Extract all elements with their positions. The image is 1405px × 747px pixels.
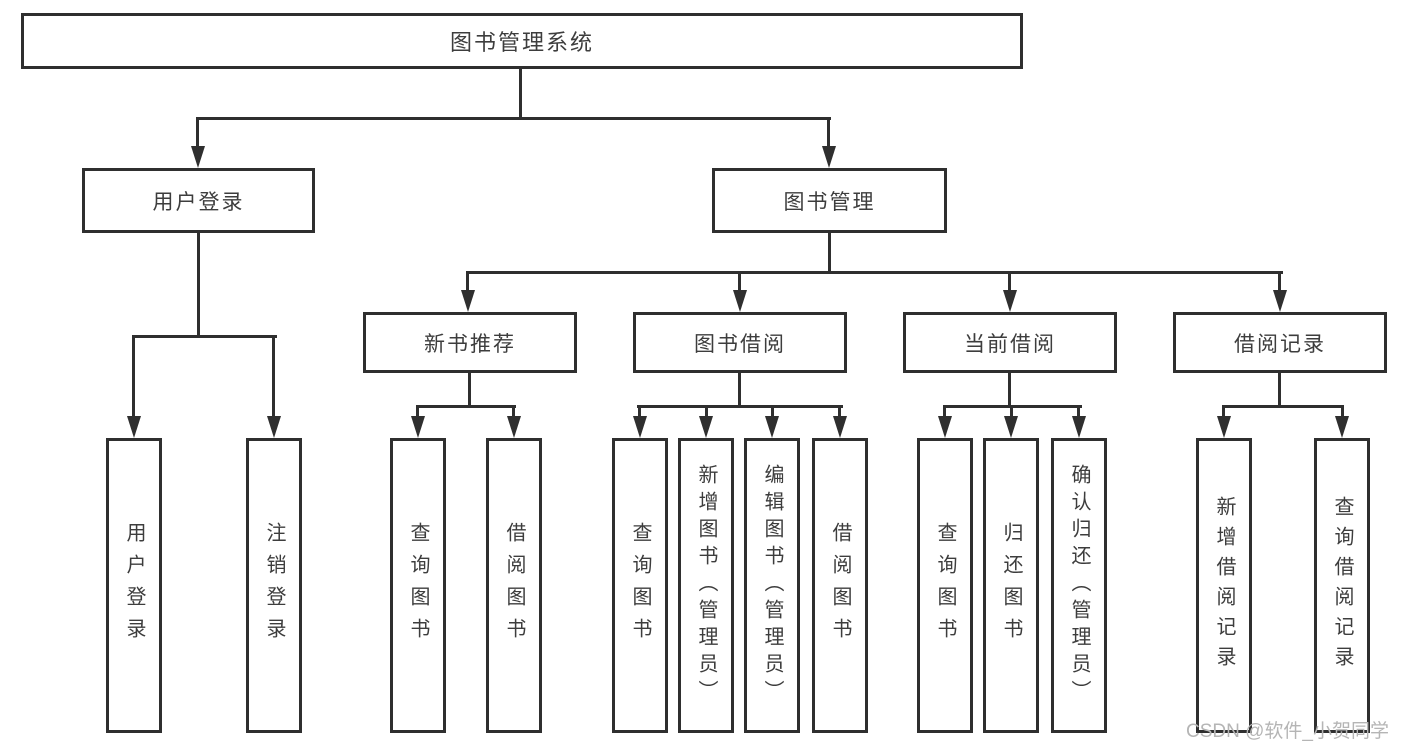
leaf-query-books-current: 查询图书 — [917, 438, 973, 733]
node-current-borrowing: 当前借阅 — [903, 312, 1117, 373]
arrowhead-down-icon — [1072, 416, 1086, 438]
connector-records-hline — [1222, 405, 1344, 408]
arrowhead-down-icon — [733, 290, 747, 312]
leaf-edit-books-admin: 编辑图书（管理员） — [744, 438, 800, 733]
leaf-label: 确认归还（管理员） — [1068, 464, 1090, 707]
arrowhead-down-icon — [699, 416, 713, 438]
connector-recommend-stem — [468, 373, 471, 407]
arrowhead-down-icon — [1273, 290, 1287, 312]
connector-bookmgmt-hline — [466, 271, 1283, 274]
connector-drop-level3 — [1008, 271, 1011, 292]
arrowhead-down-icon — [461, 290, 475, 312]
leaf-user-login: 用户登录 — [106, 438, 162, 733]
leaf-confirm-return-admin: 确认归还（管理员） — [1051, 438, 1107, 733]
leaf-add-borrow-record: 新增借阅记录 — [1196, 438, 1252, 733]
connector-drop-leaf — [272, 335, 275, 418]
leaf-label: 查询图书 — [407, 521, 429, 650]
arrowhead-down-icon — [1217, 416, 1231, 438]
arrowhead-down-icon — [633, 416, 647, 438]
connector-drop-book-management — [827, 117, 830, 148]
arrowhead-down-icon — [822, 146, 836, 168]
node-book-borrowing: 图书借阅 — [633, 312, 847, 373]
node-borrowing-records: 借阅记录 — [1173, 312, 1387, 373]
node-user-login: 用户登录 — [82, 168, 315, 233]
leaf-label: 归还图书 — [1000, 521, 1022, 650]
leaf-logout: 注销登录 — [246, 438, 302, 733]
leaf-label: 新增图书（管理员） — [695, 464, 717, 707]
leaf-borrow-books-recommend: 借阅图书 — [486, 438, 542, 733]
connector-root-stem — [519, 69, 522, 119]
arrowhead-down-icon — [267, 416, 281, 438]
connector-bookmgmt-stem — [828, 233, 831, 273]
connector-drop-level3 — [466, 271, 469, 292]
connector-drop-leaf — [771, 405, 774, 418]
arrowhead-down-icon — [1004, 416, 1018, 438]
connector-recommend-hline — [416, 405, 516, 408]
node-label: 图书借阅 — [694, 332, 786, 356]
node-label: 图书管理 — [783, 190, 876, 214]
leaf-label: 注销登录 — [263, 521, 285, 650]
leaf-query-books-recommend: 查询图书 — [390, 438, 446, 733]
connector-current-stem — [1008, 373, 1011, 407]
node-label: 新书推荐 — [424, 332, 516, 356]
arrowhead-down-icon — [507, 416, 521, 438]
connector-drop-leaf — [1010, 405, 1013, 418]
leaf-label: 新增借阅记录 — [1213, 495, 1235, 676]
connector-user-hline — [132, 335, 277, 338]
connector-drop-level3 — [1278, 271, 1281, 292]
node-label: 当前借阅 — [964, 332, 1056, 356]
node-label: 借阅记录 — [1234, 332, 1326, 356]
leaf-query-books-borrowing: 查询图书 — [612, 438, 668, 733]
connector-borrowing-hline — [637, 405, 843, 408]
arrowhead-down-icon — [191, 146, 205, 168]
connector-drop-level3 — [738, 271, 741, 292]
arrowhead-down-icon — [765, 416, 779, 438]
connector-drop-leaf — [1077, 405, 1080, 418]
node-label: 图书管理系统 — [449, 30, 594, 55]
leaf-label: 查询图书 — [934, 521, 956, 650]
leaf-label: 编辑图书（管理员） — [761, 464, 783, 707]
leaf-label: 查询借阅记录 — [1331, 495, 1353, 676]
arrowhead-down-icon — [1003, 290, 1017, 312]
connector-drop-leaf — [943, 405, 946, 418]
leaf-borrow-books-borrowing: 借阅图书 — [812, 438, 868, 733]
connector-drop-leaf — [1341, 405, 1344, 418]
node-label: 用户登录 — [152, 190, 245, 214]
arrowhead-down-icon — [127, 416, 141, 438]
leaf-label: 借阅图书 — [829, 521, 851, 650]
leaf-label: 用户登录 — [123, 521, 145, 650]
connector-records-stem — [1278, 373, 1281, 407]
connector-drop-leaf — [705, 405, 708, 418]
leaf-label: 借阅图书 — [503, 521, 525, 650]
connector-drop-leaf — [638, 405, 641, 418]
connector-drop-leaf — [838, 405, 841, 418]
leaf-return-books: 归还图书 — [983, 438, 1039, 733]
connector-drop-leaf — [512, 405, 515, 418]
csdn-watermark: CSDN @软件_小贺同学 — [1186, 721, 1389, 742]
connector-user-stem — [197, 233, 200, 337]
node-library-management-system: 图书管理系统 — [21, 13, 1023, 69]
node-new-book-recommendation: 新书推荐 — [363, 312, 577, 373]
connector-drop-leaf — [132, 335, 135, 418]
connector-drop-leaf — [416, 405, 419, 418]
connector-root-hline — [196, 117, 831, 120]
connector-drop-user-login — [196, 117, 199, 148]
arrowhead-down-icon — [1335, 416, 1349, 438]
connector-borrowing-stem — [738, 373, 741, 407]
leaf-add-books-admin: 新增图书（管理员） — [678, 438, 734, 733]
connector-drop-leaf — [1222, 405, 1225, 418]
node-book-management: 图书管理 — [712, 168, 947, 233]
arrowhead-down-icon — [938, 416, 952, 438]
arrowhead-down-icon — [411, 416, 425, 438]
leaf-query-borrow-record: 查询借阅记录 — [1314, 438, 1370, 733]
arrowhead-down-icon — [833, 416, 847, 438]
leaf-label: 查询图书 — [629, 521, 651, 650]
